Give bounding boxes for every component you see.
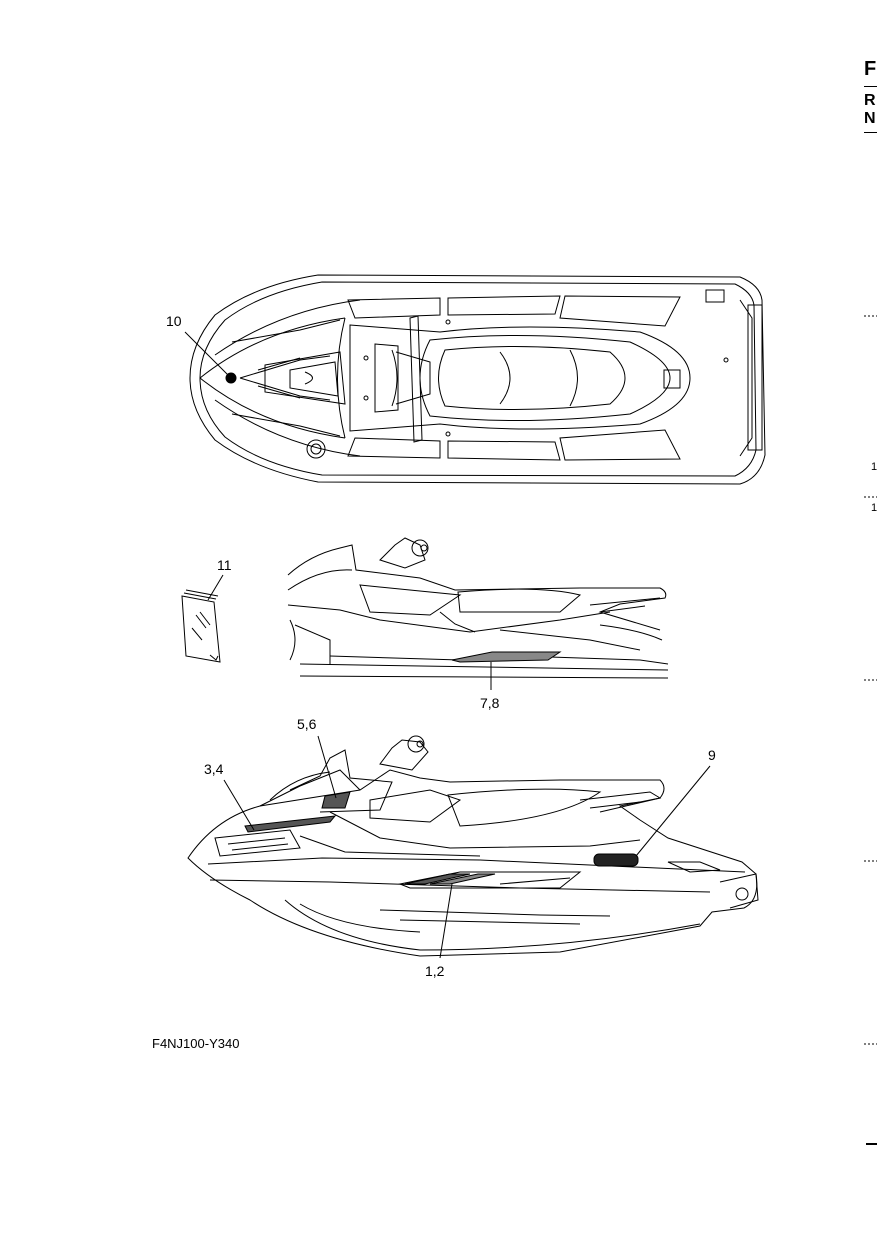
margin-ticks xyxy=(864,315,877,1045)
watercraft-side-partial-view xyxy=(287,537,669,679)
leader-line-3-4 xyxy=(223,779,255,831)
callout-10: 10 xyxy=(166,313,182,329)
edge-header-letter-r: R xyxy=(864,92,876,109)
manual-booklet-part-11 xyxy=(181,589,221,663)
leader-line-11 xyxy=(207,574,224,601)
callout-3-4: 3,4 xyxy=(204,761,224,777)
leader-line-1-2 xyxy=(439,883,453,959)
leader-line-10 xyxy=(184,331,230,377)
leader-line-5-6 xyxy=(317,735,337,799)
callout-9: 9 xyxy=(708,747,716,763)
edge-header-rule-1 xyxy=(864,86,877,87)
edge-header-letter-f: F xyxy=(864,58,877,80)
edge-header-rule-2 xyxy=(864,132,877,133)
edge-header-letter-n: N xyxy=(864,110,876,127)
callout-1-2: 1,2 xyxy=(425,963,445,979)
callout-11: 11 xyxy=(217,557,232,573)
figure-part-code: F4NJ100-Y340 xyxy=(152,1036,240,1051)
watercraft-top-view xyxy=(189,274,766,485)
edge-mark-1a: 1 xyxy=(871,461,877,473)
leader-line-9 xyxy=(635,765,711,857)
watercraft-side-view xyxy=(187,735,759,957)
callout-5-6: 5,6 xyxy=(297,716,317,732)
edge-mark-1b: 1 xyxy=(871,502,877,514)
callout-7-8: 7,8 xyxy=(480,695,500,711)
edge-footer-rule xyxy=(866,1143,877,1145)
